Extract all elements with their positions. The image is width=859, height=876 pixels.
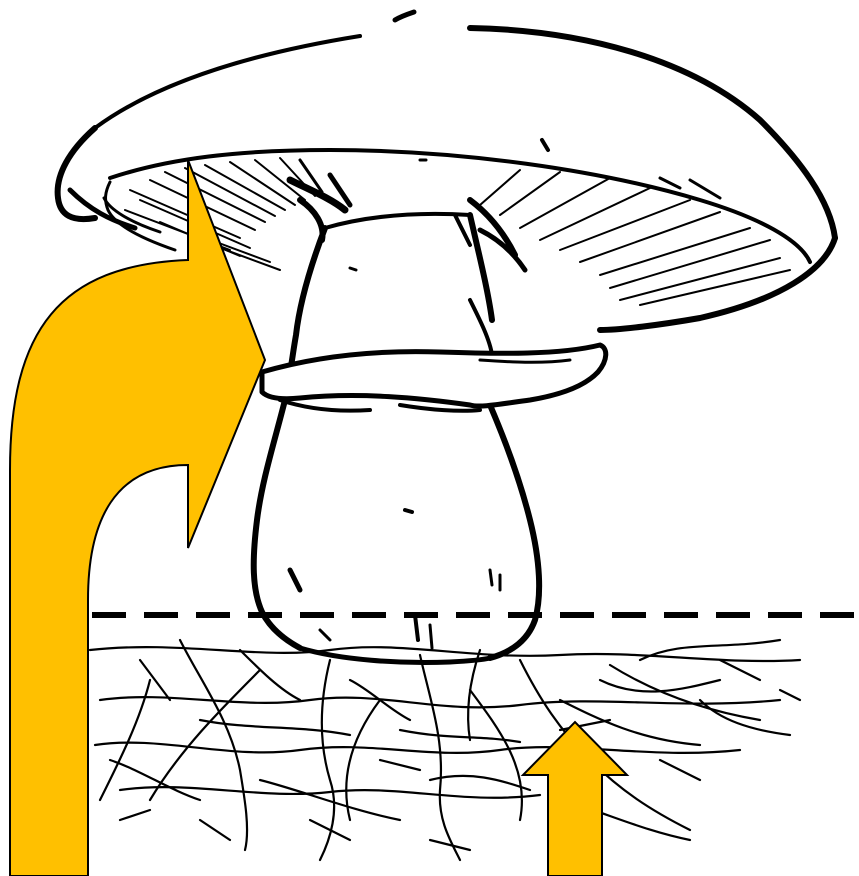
up-arrow-icon xyxy=(523,722,627,876)
curved-up-arrow-icon xyxy=(10,160,265,876)
mushroom-ring xyxy=(262,345,606,411)
mushroom-stem xyxy=(254,214,539,663)
mycelium-threads xyxy=(90,640,800,860)
